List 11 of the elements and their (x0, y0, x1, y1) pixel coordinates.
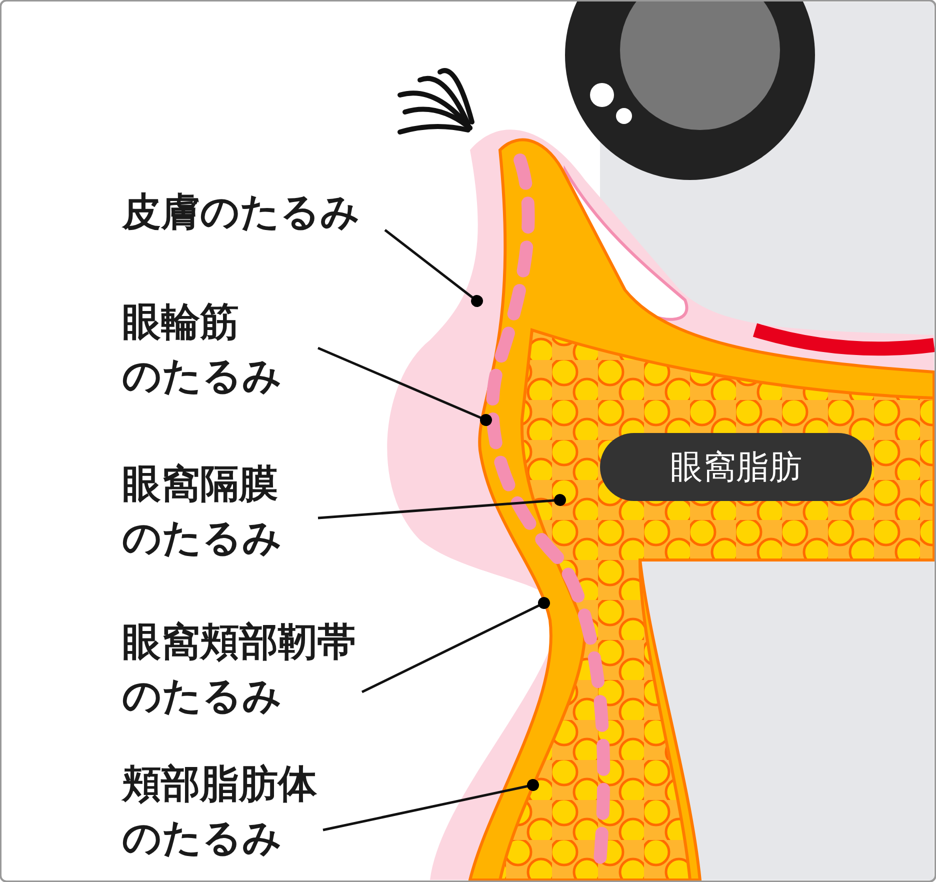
callout-label: 皮膚のたるみ (122, 186, 360, 240)
leader-line (322, 779, 539, 832)
callout-label: 眼輪筋のたるみ (122, 296, 282, 404)
callout-label: 頬部脂肪体のたるみ (122, 758, 317, 866)
leader-line (318, 346, 492, 426)
leader-line (318, 494, 566, 520)
leader-line (384, 229, 483, 307)
region-label: 眼窩脂肪 (600, 433, 872, 501)
callout-label: 眼窩頬部靭帯のたるみ (122, 616, 356, 724)
callout-label: 眼窩隔膜のたるみ (122, 458, 282, 566)
leader-line (361, 597, 550, 694)
